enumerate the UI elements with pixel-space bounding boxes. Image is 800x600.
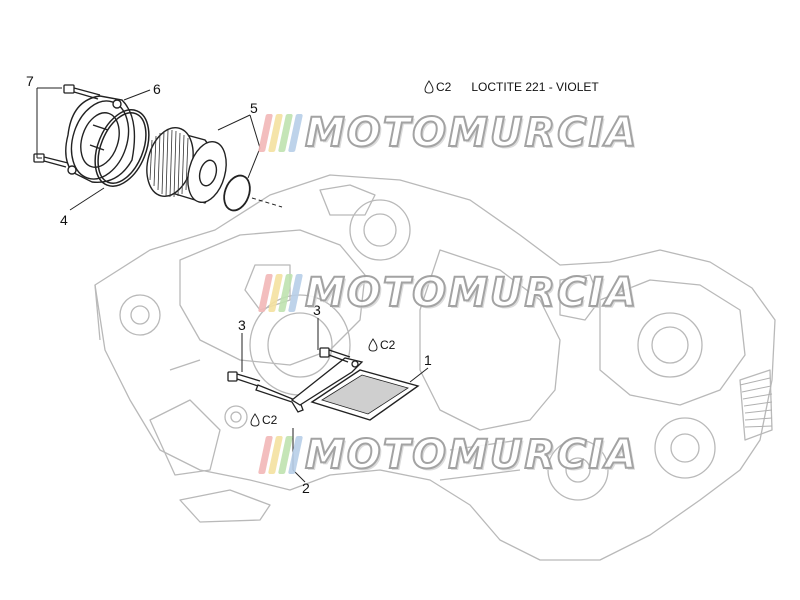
gear-teeth-detail: [739, 377, 773, 428]
watermark-stripes: [257, 436, 304, 474]
callout-7: 7: [26, 73, 34, 89]
legend-text: LOCTITE 221 - VIOLET: [471, 80, 599, 94]
oil-filter-part-4: [146, 127, 227, 204]
sealant-drop-icon: [250, 413, 260, 427]
engine-crankcase-outline: [94, 174, 776, 561]
legend-symbol: C2: [436, 80, 452, 94]
bracket-part-2: [255, 357, 364, 413]
watermark-top: MOTOMURCIA: [257, 109, 639, 157]
callout-1: 1: [424, 352, 432, 368]
sealant-marker-lower: C2: [250, 413, 277, 427]
watermark-text: MOTOMURCIA: [304, 109, 639, 157]
oil-filter-ribs: [149, 129, 189, 198]
watermark-stripes: [257, 274, 304, 312]
callout-2: 2: [302, 480, 310, 496]
small-o-ring: [223, 174, 251, 212]
callout-leader-lines: [36, 87, 429, 483]
callout-3-right: 3: [313, 302, 321, 318]
callout-5: 4: [60, 212, 68, 228]
watermark-text: MOTOMURCIA: [304, 269, 639, 317]
callout-3-left: 3: [238, 317, 246, 333]
callout-6: 6: [153, 81, 161, 97]
sealant-marker-label: C2: [262, 413, 278, 427]
sealant-marker-upper: C2: [368, 338, 395, 352]
watermark-middle: MOTOMURCIA: [257, 269, 639, 317]
o-ring-part-5: [94, 109, 150, 187]
watermark-text: MOTOMURCIA: [304, 431, 639, 479]
sealant-marker-label: C2: [380, 338, 396, 352]
screws-part-3: [227, 347, 351, 387]
watermark-bottom: MOTOMURCIA: [257, 431, 639, 479]
strainer-part-1: [310, 369, 420, 421]
sealant-drop-icon: [368, 338, 378, 352]
assembly-axis-line: [251, 197, 283, 208]
watermark-stripes: [257, 114, 304, 152]
callout-4: 5: [250, 100, 258, 116]
sealant-legend: C2 LOCTITE 221 - VIOLET: [424, 80, 599, 94]
sealant-drop-icon: [424, 80, 434, 94]
